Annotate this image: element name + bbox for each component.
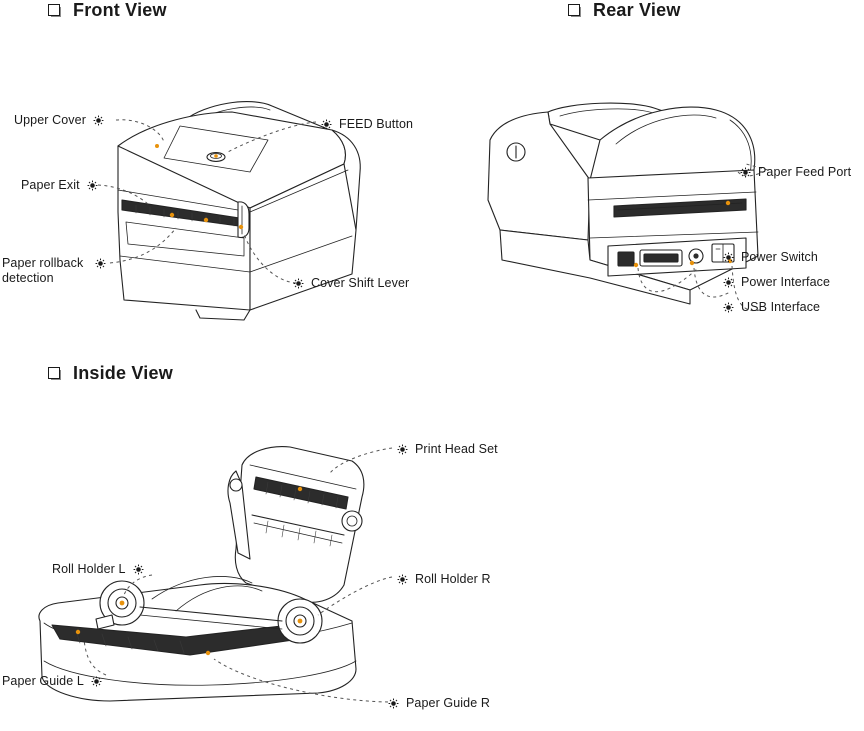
leader-usb-interface bbox=[731, 265, 761, 312]
leader-power-switch bbox=[637, 267, 699, 293]
starburst-marker-icon bbox=[723, 252, 734, 263]
callout-cover-shift-lever: Cover Shift Lever bbox=[293, 276, 409, 291]
starburst-marker-icon bbox=[723, 302, 734, 313]
callout-paper-exit: Paper Exit bbox=[21, 178, 98, 193]
callout-usb-interface: USB Interface bbox=[723, 300, 820, 315]
callout-power-switch: Power Switch bbox=[723, 250, 818, 265]
starburst-marker-icon bbox=[133, 564, 144, 575]
callout-roll-holder-l: Roll Holder L bbox=[52, 562, 144, 577]
starburst-marker-icon bbox=[321, 119, 332, 130]
leader-feed-button bbox=[225, 121, 317, 154]
callout-label-paper-guide-l: Paper Guide L bbox=[2, 674, 84, 688]
rear-view-illustration bbox=[487, 102, 769, 312]
callout-paper-guide-l: Paper Guide L bbox=[2, 674, 102, 689]
callout-print-head-set: Print Head Set bbox=[397, 442, 498, 457]
starburst-marker-icon bbox=[87, 180, 98, 191]
starburst-marker-icon bbox=[397, 444, 408, 455]
callout-label-cover-shift-lever: Cover Shift Lever bbox=[311, 276, 410, 290]
leader-power-interface bbox=[693, 267, 731, 298]
starburst-marker-icon bbox=[397, 574, 408, 585]
section-heading-front: Front View bbox=[48, 0, 167, 21]
inside-view-illustration bbox=[38, 446, 393, 703]
leader-upper-cover bbox=[115, 119, 165, 143]
callout-label-paper-rollback-detection: Paper rollback detection bbox=[2, 256, 84, 285]
leader-print-head-set bbox=[329, 447, 393, 474]
callout-label-upper-cover: Upper Cover bbox=[14, 113, 86, 127]
leader-paper-guide-r bbox=[213, 658, 389, 703]
section-heading-inside: Inside View bbox=[48, 363, 173, 384]
starburst-marker-icon bbox=[388, 698, 399, 709]
front-view-illustration bbox=[97, 101, 361, 321]
leader-paper-guide-l bbox=[83, 638, 107, 676]
callout-label-power-switch: Power Switch bbox=[741, 250, 818, 264]
starburst-marker-icon bbox=[723, 277, 734, 288]
section-heading-rear: Rear View bbox=[568, 0, 681, 21]
starburst-marker-icon bbox=[91, 676, 102, 687]
square-bullet-icon bbox=[48, 4, 61, 17]
callout-roll-holder-r: Roll Holder R bbox=[397, 572, 491, 587]
callout-power-interface: Power Interface bbox=[723, 275, 830, 290]
callout-label-print-head-set: Print Head Set bbox=[415, 442, 498, 456]
starburst-marker-icon bbox=[293, 278, 304, 289]
leader-paper-rollback bbox=[109, 227, 177, 264]
leader-cover-shift bbox=[243, 233, 297, 284]
callout-label-paper-exit: Paper Exit bbox=[21, 178, 80, 192]
starburst-marker-icon bbox=[95, 258, 106, 269]
starburst-marker-icon bbox=[93, 115, 104, 126]
callout-paper-rollback-detection: Paper rollback detection bbox=[2, 256, 106, 286]
leader-paper-exit bbox=[97, 184, 151, 207]
leader-roll-holder-r bbox=[317, 576, 393, 616]
callout-label-roll-holder-l: Roll Holder L bbox=[52, 562, 126, 576]
callout-label-roll-holder-r: Roll Holder R bbox=[415, 572, 491, 586]
square-bullet-icon bbox=[568, 4, 581, 17]
leader-paper-feed-port bbox=[737, 169, 769, 177]
callout-feed-button: FEED Button bbox=[321, 117, 413, 132]
callout-label-usb-interface: USB Interface bbox=[741, 300, 821, 314]
callout-paper-feed-port: Paper Feed Port bbox=[740, 165, 851, 180]
section-title-inside: Inside View bbox=[73, 363, 173, 383]
starburst-marker-icon bbox=[740, 167, 751, 178]
square-bullet-icon bbox=[48, 367, 61, 380]
callout-label-feed-button: FEED Button bbox=[339, 117, 414, 131]
callout-label-power-interface: Power Interface bbox=[741, 275, 831, 289]
callout-label-paper-feed-port: Paper Feed Port bbox=[758, 165, 852, 179]
callout-paper-guide-r: Paper Guide R bbox=[388, 696, 490, 711]
section-title-rear: Rear View bbox=[593, 0, 681, 20]
callout-upper-cover: Upper Cover bbox=[14, 113, 104, 128]
section-title-front: Front View bbox=[73, 0, 167, 20]
callout-label-paper-guide-r: Paper Guide R bbox=[406, 696, 490, 710]
leader-roll-holder-l bbox=[123, 574, 153, 596]
